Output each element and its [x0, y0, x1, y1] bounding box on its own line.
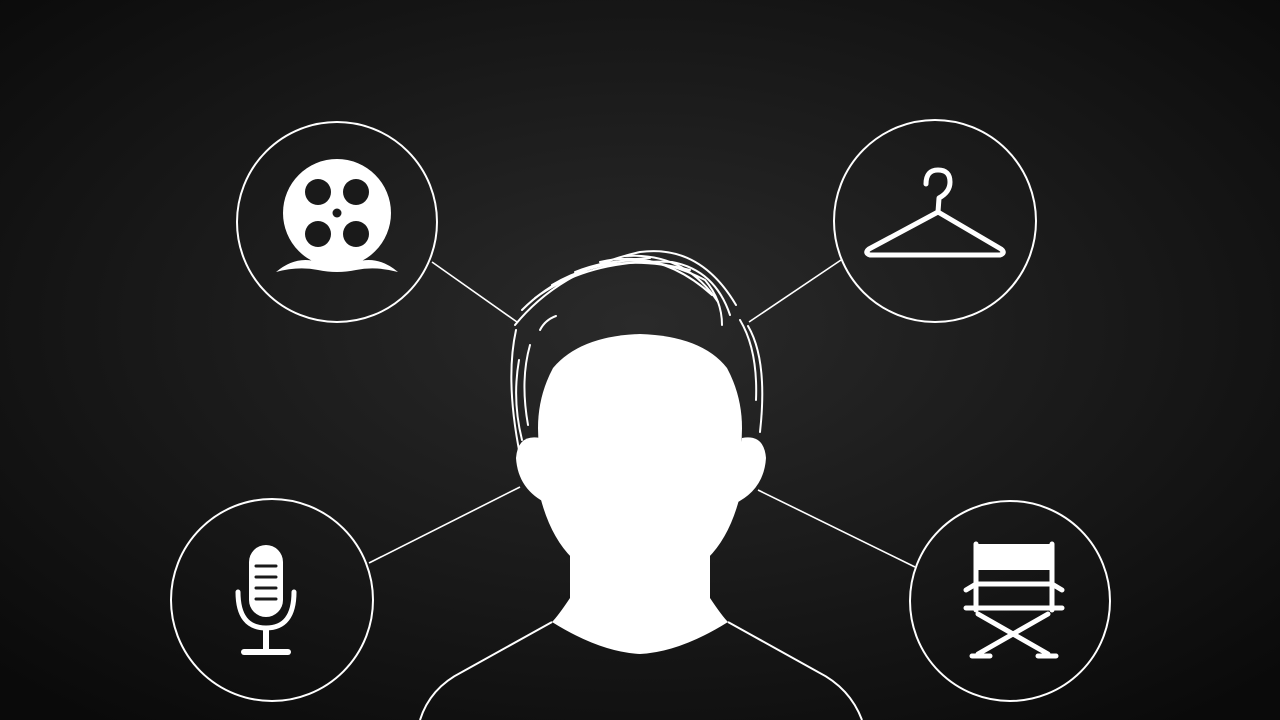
node-wardrobe: [833, 119, 1037, 323]
node-director-ring: [909, 500, 1111, 702]
person-silhouette-icon: [419, 250, 863, 720]
director-chair-icon: [963, 541, 1065, 659]
film-reel-icon: [276, 159, 398, 272]
node-film-ring: [236, 121, 438, 323]
microphone-icon: [235, 545, 297, 655]
node-director: [909, 500, 1111, 702]
clothes-hanger-icon: [864, 167, 1006, 258]
connector-film: [431, 261, 518, 323]
node-voice-ring: [170, 498, 374, 702]
node-film: [236, 121, 438, 323]
connector-wardrobe: [748, 259, 842, 323]
node-voice: [170, 498, 374, 702]
node-wardrobe-ring: [833, 119, 1037, 323]
connector-director: [757, 489, 916, 568]
connector-voice: [368, 486, 521, 564]
